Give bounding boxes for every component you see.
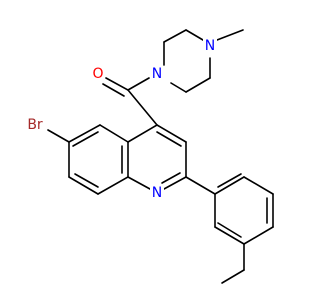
- bond-c4-c3: [156, 124, 187, 143]
- atom-label-oxygen: O: [92, 66, 103, 82]
- bond-pip-c3-n4: [185, 29, 204, 41]
- bond-ph-c1-c2-inner: [217, 173, 242, 188]
- bond-c6-br: [47, 129, 70, 143]
- bond-c2-phenyl: [185, 176, 216, 195]
- bond-ph-c2-c3: [243, 176, 274, 195]
- bond-c7-c8-inner: [74, 173, 99, 188]
- bond-pip-c6-n1: [170, 82, 187, 93]
- bond-ph-c1-c2: [214, 176, 245, 195]
- atom-label-piperazine-n4: N: [205, 38, 215, 54]
- atom-piperazine-n1: N: [150, 66, 164, 82]
- bond-pip-c5-c6: [185, 77, 211, 93]
- atom-quinoline-n: N: [150, 185, 164, 201]
- bond-ph-c4-c5: [243, 226, 274, 245]
- bond-c4-c3-inner: [156, 131, 182, 147]
- bond-c4-carbonyl: [127, 89, 158, 126]
- bond-ph-c5-c6: [214, 226, 245, 245]
- atom-piperazine-n4: N: [203, 38, 217, 54]
- bond-carbonyl-o: [105, 77, 129, 91]
- molecule-structure: O N N Br N: [24, 29, 274, 284]
- bond-c4a-c4: [127, 124, 158, 143]
- bond-c7-c8: [68, 176, 99, 195]
- atom-bromine: Br: [24, 117, 46, 133]
- bond-c5-c6-inner: [72, 131, 99, 147]
- bond-c4a-c5: [99, 124, 129, 143]
- bond-n4-methyl: [216, 29, 244, 41]
- bond-c5-c6: [68, 124, 101, 143]
- bond-n1-c8a: [127, 176, 151, 190]
- molecule-canvas: O N N Br N: [24, 29, 274, 284]
- bond-carbonyl-n: [127, 77, 150, 91]
- bond-c8-c8a: [97, 176, 129, 195]
- bond-carbonyl-o-double: [102, 83, 125, 97]
- atom-label-piperazine-n1: N: [152, 66, 162, 82]
- bond-c2-n1: [163, 176, 187, 190]
- atom-oxygen: O: [91, 66, 105, 82]
- bond-pip-c2-c3: [163, 29, 187, 43]
- bond-layer: [47, 29, 274, 284]
- bond-ethyl-ch2-ch3: [221, 269, 245, 284]
- bond-c2-n1-inner: [161, 172, 181, 184]
- bond-ph-c5-c6-inner: [217, 222, 242, 238]
- atom-label-layer: O N N Br N: [24, 38, 217, 201]
- atom-label-quinoline-n: N: [152, 185, 162, 201]
- atom-label-bromine: Br: [27, 117, 43, 133]
